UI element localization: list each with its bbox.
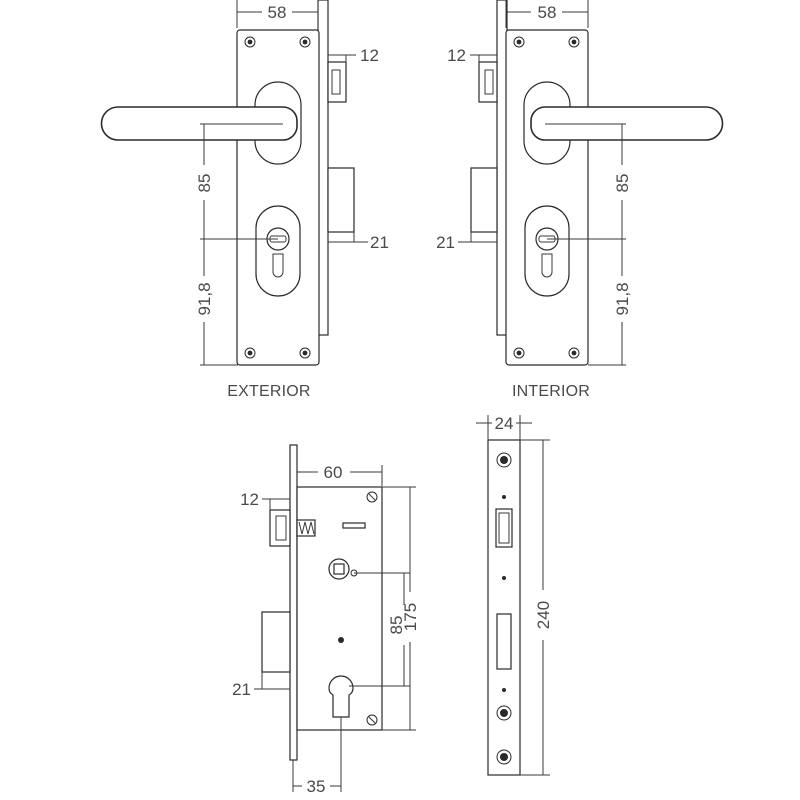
lockbody-screw-bottom [366, 714, 378, 726]
lockbody-forend [289, 444, 298, 761]
exterior-backplate [236, 29, 320, 366]
interior-latch-dimension: 12 [447, 46, 497, 65]
faceplate-view: 24 240 [476, 414, 553, 776]
exterior-cylinder-keyhole [272, 253, 284, 278]
lockbody-latch-dimension: 12 [240, 490, 290, 510]
lockbody-deadbolt-label: 21 [232, 680, 251, 699]
faceplate-latch-bevel [498, 512, 510, 544]
lockbody-deadbolt-dimension: 21 [232, 672, 290, 699]
interior-cylinder-escutcheon [524, 205, 570, 297]
exterior-latch-bolt [327, 61, 347, 103]
interior-caption: INTERIOR [512, 383, 590, 400]
lockbody-screw-top [366, 491, 378, 503]
faceplate-deadbolt-opening [496, 613, 512, 670]
exterior-width-dimension: 58 [236, 0, 319, 28]
lockbody-rivet [338, 637, 344, 643]
faceplate-dot-middle [502, 576, 506, 580]
faceplate-dot-top [502, 495, 506, 499]
interior-screw-bottom-left [513, 347, 525, 359]
exterior-deadbolt-label: 21 [370, 233, 389, 252]
faceplate-latch-opening [495, 508, 513, 548]
lockbody-case-depth-label: 60 [324, 463, 343, 482]
exterior-screw-top-right [299, 36, 311, 48]
exterior-lever-handle [100, 106, 298, 141]
interior-cylinder-keyhole [541, 253, 553, 278]
exterior-latch-dimension: 12 [328, 46, 379, 65]
lockbody-spindle-square [333, 563, 345, 575]
exterior-vertical-dimensions: 85 91,8 [195, 123, 283, 366]
interior-screw-top-right [568, 36, 580, 48]
exterior-screw-top-left [244, 36, 256, 48]
lockbody-case-height-label: 175 [401, 603, 420, 631]
faceplate-height-label: 240 [534, 601, 553, 629]
lockbody-handle-to-cylinder-label: 85 [387, 616, 406, 635]
faceplate-screw-lower [496, 705, 512, 721]
interior-latch-bolt [478, 61, 498, 103]
exterior-deadbolt [327, 167, 355, 233]
interior-screw-bottom-right [568, 347, 580, 359]
interior-lever-handle [530, 106, 724, 141]
faceplate-width-dimension: 24 [476, 414, 532, 440]
lockbody-backset-label: 35 [307, 777, 326, 796]
faceplate-screw-bottom [496, 749, 512, 765]
faceplate-dot-lower [502, 688, 506, 692]
faceplate-plate [487, 439, 521, 776]
exterior-width-label: 58 [268, 3, 287, 22]
lockbody-backset-dimension: 35 [292, 717, 342, 796]
exterior-deadbolt-dimension: 21 [328, 232, 389, 252]
interior-handle-to-cylinder-label: 85 [613, 174, 632, 193]
lockbody-case-height-dimension: 175 [382, 486, 420, 731]
lockbody-latch-label: 12 [240, 490, 259, 509]
exterior-latch-label: 12 [360, 46, 379, 65]
exterior-screw-bottom-left [244, 347, 256, 359]
exterior-view: 58 12 21 85 91,8 EXTERIOR [100, 0, 389, 400]
faceplate-width-label: 24 [495, 414, 514, 433]
exterior-cylinder-escutcheon [255, 205, 301, 297]
interior-deadbolt [470, 167, 498, 233]
exterior-handle-to-cylinder-label: 85 [195, 174, 214, 193]
exterior-latch-bolt-inner [331, 69, 341, 95]
exterior-cylinder-to-bottom-label: 91,8 [195, 282, 214, 315]
interior-latch-bolt-inner [484, 69, 494, 95]
interior-cylinder-to-bottom-label: 91,8 [613, 282, 632, 315]
lockbody-handle-to-cylinder-dimension: 85 [349, 572, 410, 687]
interior-width-dimension: 58 [505, 0, 589, 28]
lockbody-latch-bolt-inner [275, 515, 287, 541]
interior-view: 58 12 21 85 91,8 INTERIOR [436, 0, 724, 400]
lockbody-cylinder-profile [328, 675, 354, 718]
interior-backplate [505, 29, 589, 366]
faceplate-screw-top [496, 452, 512, 468]
lockbody-deadbolt [261, 611, 291, 673]
lockbody-latch-spring [298, 521, 315, 535]
interior-latch-label: 12 [447, 46, 466, 65]
interior-deadbolt-label: 21 [436, 233, 455, 252]
lockbody-case-depth-dimension: 60 [297, 463, 383, 486]
exterior-caption: EXTERIOR [227, 383, 310, 400]
lockbody-latch-bolt [269, 509, 291, 547]
faceplate-height-dimension: 240 [520, 439, 553, 776]
interior-vertical-dimensions: 85 91,8 [545, 123, 632, 366]
exterior-screw-bottom-right [299, 347, 311, 359]
lockbody-view: 60 12 85 175 21 [232, 444, 420, 796]
interior-width-label: 58 [538, 3, 557, 22]
interior-screw-top-left [513, 36, 525, 48]
interior-deadbolt-dimension: 21 [436, 232, 497, 252]
lockbody-slot [342, 522, 366, 529]
